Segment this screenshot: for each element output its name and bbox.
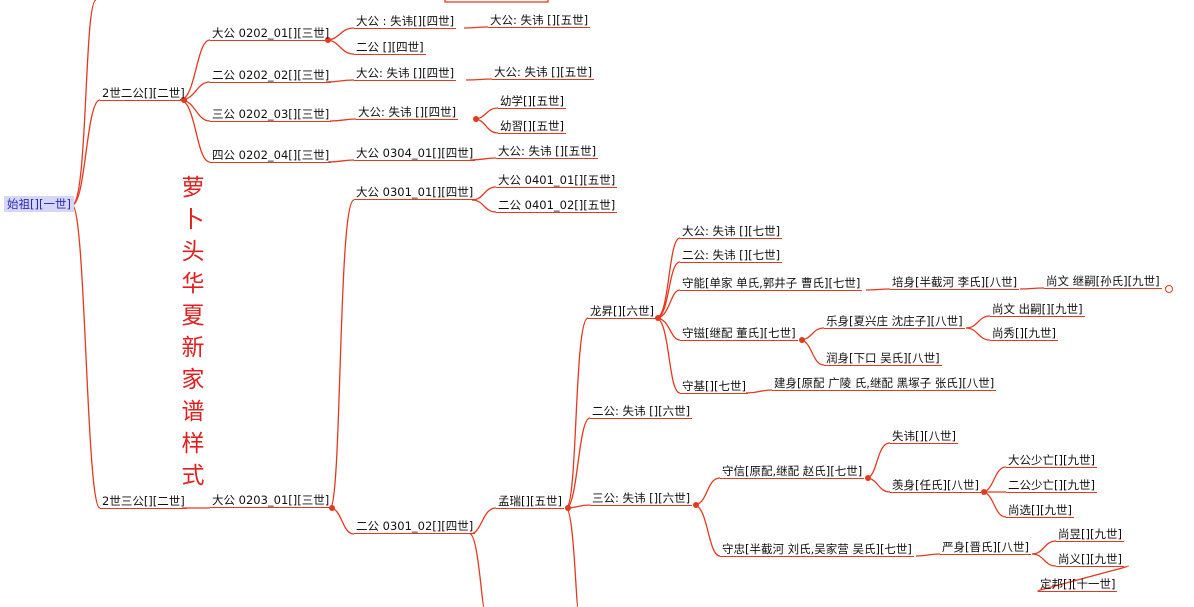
knot [655, 315, 661, 321]
branch-root-g2-2 [71, 99, 101, 206]
node-0301-01[interactable]: 大公 0301_01[][四世] [354, 185, 476, 200]
root-node[interactable]: 始祖[][一世] [4, 196, 74, 212]
knot [565, 505, 571, 511]
node-dgsw[interactable]: 大公少亡[][九世] [1006, 453, 1097, 468]
node-shangxuan[interactable]: 尚选[][九世] [1006, 503, 1074, 518]
node-egsw[interactable]: 二公少亡[][九世] [1006, 478, 1097, 493]
node-longsheng[interactable]: 龙昇[][六世] [588, 304, 656, 319]
node-a5[interactable]: 大公 0304_01[][四世] [354, 146, 476, 161]
node-xianshen[interactable]: 羡身[任氏][八世] [890, 478, 981, 493]
knot [473, 116, 479, 122]
node-g2-3[interactable]: 2世三公[][二世] [100, 494, 187, 509]
node-a4[interactable]: 大公: 失讳 [][四世] [356, 105, 459, 120]
node-shangyi[interactable]: 尚义[][九世] [1056, 552, 1124, 567]
tree-title: 萝卜头华夏新家谱样式 [181, 175, 205, 489]
node-b2[interactable]: 大公: 失讳 [][五世] [492, 65, 595, 80]
node-jianshen[interactable]: 建身[原配 广陵 氏,继配 黑塚子 张氏][八世] [772, 376, 997, 391]
node-0202-04[interactable]: 四公 0202_04[][三世] [210, 148, 332, 163]
top-clipped-node [444, 0, 549, 3]
node-shangwen1[interactable]: 尚文 继嗣[孙氏][九世] [1044, 274, 1162, 289]
branch-root-g2-3 [71, 204, 101, 509]
branch-root-top [71, 0, 97, 206]
node-runshen[interactable]: 润身[下口 吴氏][八世] [824, 351, 942, 366]
node-shangxiu[interactable]: 尚秀[][九世] [990, 326, 1058, 341]
knot [981, 489, 987, 495]
node-shangyu[interactable]: 尚昱[][九世] [1056, 527, 1124, 542]
node-0301-02[interactable]: 二公 0301_02[][四世] [354, 519, 476, 534]
node-g2-2[interactable]: 2世二公[][二世] [100, 86, 187, 101]
node-0401-01[interactable]: 大公 0401_01[][五世] [496, 173, 618, 188]
node-0202-03[interactable]: 三公 0202_03[][三世] [210, 107, 332, 122]
node-shihui[interactable]: 失讳[][八世] [890, 429, 958, 444]
node-b5[interactable]: 大公: 失讳 [][五世] [496, 144, 599, 159]
node-0401-02[interactable]: 二公 0401_02[][五世] [496, 198, 618, 213]
node-leshen[interactable]: 乐身[夏兴庄 沈庄子][八世] [824, 314, 965, 329]
node-b1[interactable]: 大公: 失讳 [][五世] [488, 13, 591, 28]
node-er7[interactable]: 二公: 失讳 [][七世] [680, 248, 783, 263]
node-shouzi[interactable]: 守镃[继配 董氏][七世] [680, 326, 798, 341]
node-shouneng[interactable]: 守能[单家 单氏,郭井子 曹氏][七世] [680, 276, 863, 291]
node-san6[interactable]: 三公: 失讳 [][六世] [590, 491, 693, 506]
node-da7[interactable]: 大公: 失讳 [][七世] [680, 224, 783, 239]
node-yanshen[interactable]: 严身[晋氏][八世] [940, 540, 1031, 555]
node-shouxin[interactable]: 守信[原配,继配 赵氏][七世] [720, 464, 865, 479]
node-b4[interactable]: 幼習[][五世] [498, 119, 566, 134]
node-shouji[interactable]: 守基[][七世] [680, 379, 748, 394]
knot [693, 502, 699, 508]
node-0202-02[interactable]: 二公 0202_02[][三世] [210, 68, 332, 83]
knot [865, 475, 871, 481]
node-0203-01[interactable]: 大公 0203_01[][三世] [210, 493, 332, 508]
node-dingbang[interactable]: 定邦[][十一世] [1038, 577, 1118, 592]
node-a2[interactable]: 二公 [][四世] [354, 40, 426, 55]
node-mengrui[interactable]: 孟瑞[][五世] [496, 494, 564, 509]
node-0202-01[interactable]: 大公 0202_01[][三世] [210, 26, 332, 41]
knot [799, 337, 805, 343]
collapse-toggle[interactable] [1165, 285, 1173, 293]
node-shangwen2[interactable]: 尚文 出嗣[][九世] [990, 302, 1085, 317]
node-a3[interactable]: 大公: 失讳 [][四世] [354, 66, 457, 81]
node-er6[interactable]: 二公: 失讳 [][六世] [590, 404, 693, 419]
node-shouzhong[interactable]: 守忠[半截河 刘氏,吴家营 吴氏][七世] [720, 542, 914, 557]
node-peishen[interactable]: 培身[半截河 李氏][八世] [890, 275, 1020, 290]
node-a1[interactable]: 大公 : 失讳[][四世] [354, 14, 457, 29]
knot [329, 505, 335, 511]
node-b3[interactable]: 幼学[][五世] [498, 94, 566, 109]
